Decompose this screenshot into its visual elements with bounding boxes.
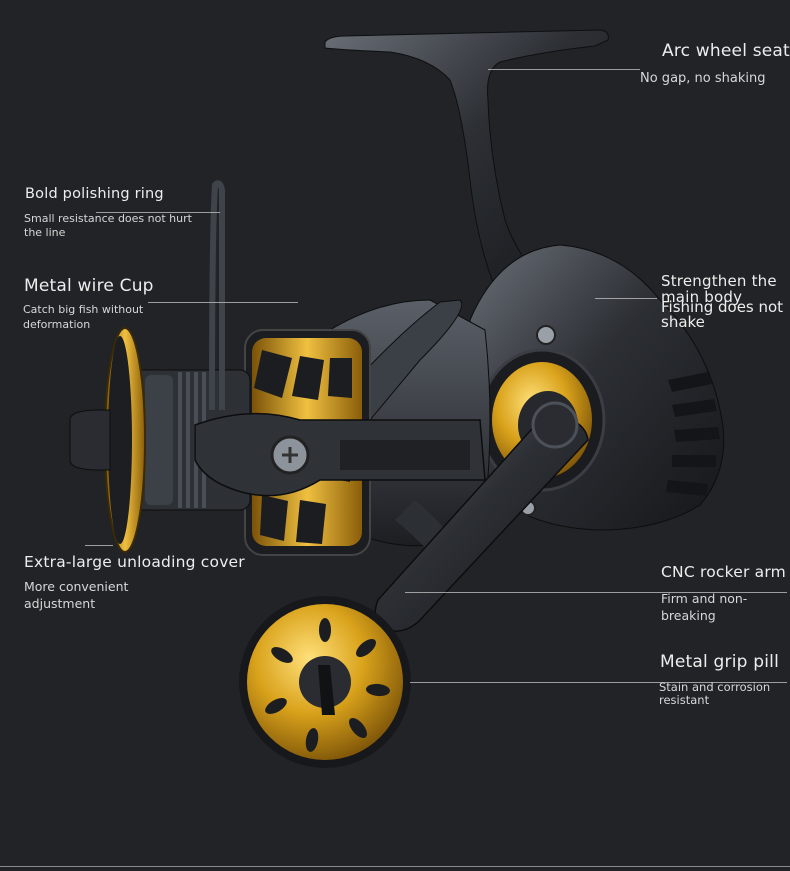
rocker-arm	[374, 401, 589, 632]
unloading-cover-leader	[85, 545, 113, 546]
polishing-ring-leader	[96, 212, 220, 213]
unloading-cover-desc: More convenient adjustment	[24, 579, 129, 611]
unloading-cover	[69, 327, 146, 553]
wire-cup-title: Metal wire Cup	[24, 276, 154, 296]
wire-cup-desc: Catch big fish without deformation	[23, 303, 144, 331]
main-body-title: Strengthen the main body	[661, 272, 777, 306]
grip-pill-title: Metal grip pill	[660, 652, 779, 672]
polishing-ring-desc: Small resistance does not hurt the line	[24, 212, 192, 239]
bail-wire	[209, 180, 226, 411]
rocker-arm-desc: Firm and non-breaking	[661, 591, 748, 623]
arc-wheel-seat-desc: No gap, no shaking	[640, 71, 766, 86]
grip-pill-leader	[410, 682, 787, 683]
reel-foot	[324, 29, 609, 301]
main-body-desc: Fishing does not shake	[661, 298, 784, 331]
arc-wheel-seat-title: Arc wheel seat	[662, 41, 790, 61]
polishing-ring-title: Bold polishing ring	[25, 186, 164, 202]
wire-cup-leader	[148, 302, 298, 303]
arc-wheel-seat-leader	[488, 69, 640, 70]
unloading-cover-title: Extra-large unloading cover	[24, 553, 245, 571]
grip-pill-desc: Stain and corrosion resistant	[659, 680, 771, 707]
bottom-divider	[0, 866, 790, 867]
grip-knob	[239, 596, 411, 768]
main-body-leader	[595, 298, 657, 299]
reel-spool	[244, 329, 371, 556]
rocker-arm-leader	[405, 592, 787, 593]
rocker-arm-title: CNC rocker arm	[661, 563, 786, 581]
bail-arm	[194, 412, 486, 497]
